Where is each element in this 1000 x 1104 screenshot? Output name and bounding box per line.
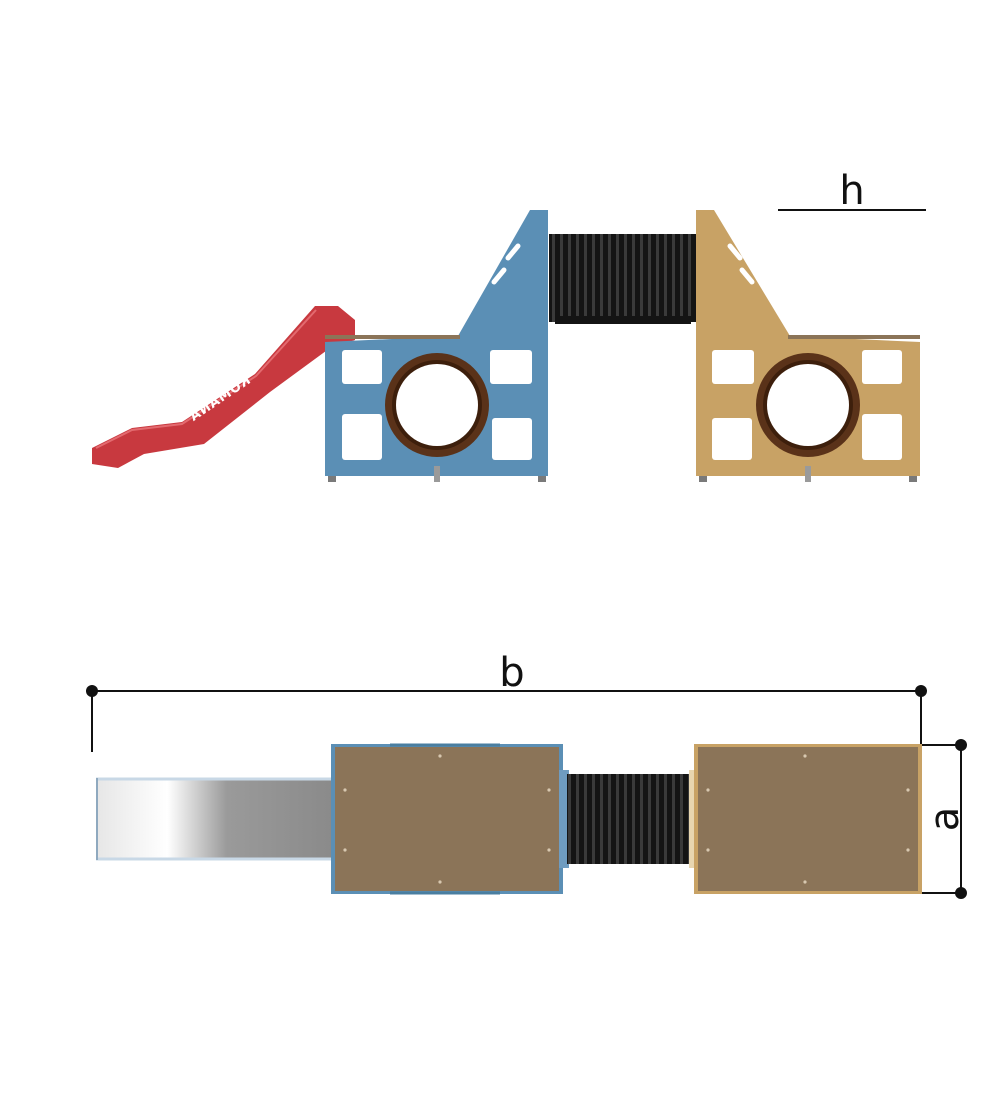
tan-window-top-left: [712, 350, 754, 384]
blue-bolt: [343, 788, 347, 792]
tan-foot-left: [699, 476, 707, 482]
tan-slot-1: [727, 243, 743, 261]
tan-foot-center: [805, 466, 811, 482]
blue-window-bottom-right: [492, 418, 532, 460]
tan-bolt: [706, 848, 710, 852]
blue-bolt: [547, 788, 551, 792]
tan-panel: [696, 210, 920, 476]
tan-module-side-view: [696, 210, 920, 482]
blue-bolt: [438, 880, 442, 884]
tan-porthole-opening: [767, 364, 849, 446]
tan-bolt: [803, 754, 807, 758]
tan-window-bottom-left: [712, 418, 752, 460]
front-view: h ROMANA: [92, 168, 926, 482]
tan-window-bottom-right: [862, 414, 902, 460]
blue-foot-left: [328, 476, 336, 482]
top-view: b a: [86, 650, 968, 899]
height-dimension-label: h: [839, 168, 864, 214]
blue-porthole-opening: [396, 364, 478, 446]
slide-highlight: [95, 309, 317, 449]
width-dimension-label: a: [922, 807, 968, 832]
length-dimension-label: b: [499, 650, 524, 696]
tunnel-flare: [555, 316, 691, 324]
tunnel-top-body: [567, 774, 691, 864]
blue-window-top-right: [490, 350, 532, 384]
tunnel-top-collar-left: [559, 770, 569, 868]
blue-panel: [325, 210, 548, 476]
tan-foot-right: [909, 476, 917, 482]
tan-slot-2: [739, 267, 755, 285]
blue-bolt: [343, 848, 347, 852]
blue-window-bottom-left: [342, 414, 382, 460]
slide-top-view: [96, 777, 334, 861]
width-top-dot-marker: [955, 739, 967, 751]
blue-module-top-view: [331, 743, 563, 895]
blue-window-top-left: [342, 350, 382, 384]
length-dimension: b: [86, 650, 927, 752]
slide-side-view: ROMANA: [92, 306, 355, 468]
tunnel-top-view: [559, 770, 699, 868]
blue-bolt: [438, 754, 442, 758]
tunnel-side-view: [549, 234, 697, 324]
blue-module-side-view: [325, 210, 548, 482]
tan-bolt: [706, 788, 710, 792]
blue-slot-2: [491, 267, 507, 285]
blue-slot-1: [505, 243, 521, 261]
blue-foot-center: [434, 466, 440, 482]
blue-roof: [335, 747, 559, 891]
width-bottom-dot-marker: [955, 887, 967, 899]
tan-window-top-right: [862, 350, 902, 384]
tan-bolt: [906, 848, 910, 852]
blue-foot-right: [538, 476, 546, 482]
slide-chute: [96, 778, 334, 860]
tan-module-top-view: [694, 744, 922, 894]
blue-bolt: [547, 848, 551, 852]
tan-bolt: [906, 788, 910, 792]
tan-roof: [698, 747, 918, 891]
tan-bolt: [803, 880, 807, 884]
tunnel-body: [549, 234, 697, 322]
